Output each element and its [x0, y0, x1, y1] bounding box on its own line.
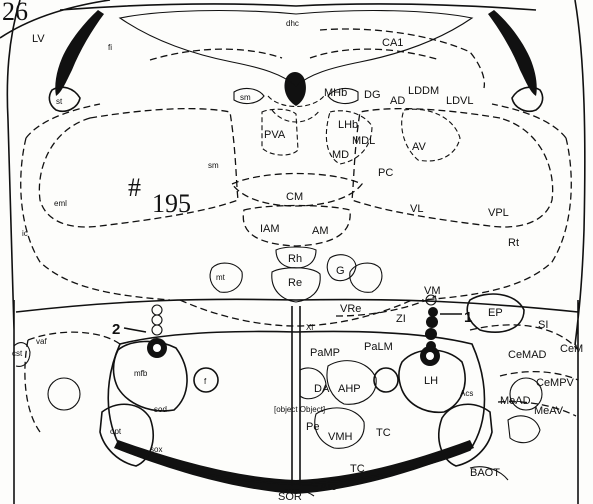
- lateral-ventricle-left: [55, 10, 104, 96]
- label-ldvl: LDVL: [446, 95, 474, 107]
- label-lddm: LDDM: [408, 85, 439, 97]
- label-xi: Xi: [306, 323, 313, 332]
- label-dg: DG: [364, 89, 381, 101]
- label-re: Re: [288, 277, 302, 289]
- vm-arc: [180, 300, 412, 326]
- label-mt: mt: [216, 273, 226, 282]
- label-rh: Rh: [288, 253, 302, 265]
- label-mfb: mfb: [134, 369, 148, 378]
- stria-terminalis-right: [512, 87, 543, 111]
- label-rt: Rt: [508, 237, 519, 249]
- round-nucleus-left: [48, 378, 80, 410]
- label-arc: Arc: [320, 481, 337, 493]
- label-tc: TC: [376, 427, 391, 439]
- label-vaf: vaf: [36, 337, 47, 346]
- label-mdl: MDL: [352, 135, 375, 147]
- label-dhc: dhc: [286, 19, 299, 28]
- label-ca1: CA1: [382, 37, 403, 49]
- label-tc-lower: TC: [350, 463, 365, 475]
- label-sm-lower: sm: [208, 161, 219, 170]
- label-vm: VM: [424, 285, 441, 297]
- mt-outline-right: [350, 263, 382, 292]
- label-md: MD: [332, 149, 349, 161]
- label-zi: ZI: [396, 313, 406, 325]
- label-meav: MeAV: [534, 405, 564, 417]
- label-av: AV: [412, 141, 427, 153]
- label-vl: VL: [410, 203, 423, 215]
- label-f: f: [204, 377, 207, 386]
- lateral-ventricle-right: [488, 10, 537, 96]
- label-ep: EP: [488, 307, 503, 319]
- plate-number: 26: [2, 0, 28, 26]
- label-baot: BAOT: [470, 467, 500, 479]
- label-cempv: CeMPV: [536, 377, 575, 389]
- site-2-label: 2: [112, 321, 120, 338]
- label-mead: MeAD: [500, 395, 531, 407]
- case-mark: #: [128, 173, 141, 202]
- label-palm: PaLM: [364, 341, 393, 353]
- label-fi: fi: [108, 43, 112, 52]
- label-st: st: [56, 97, 63, 106]
- label-sox: sox: [150, 445, 162, 454]
- meav-outline: [508, 416, 540, 443]
- label-acs: Acs: [460, 389, 473, 398]
- label-pamp: PaMP: [310, 347, 340, 359]
- dorsal-third-ventricle: [284, 72, 305, 106]
- site-1-label: 1: [464, 309, 472, 326]
- label-si: SI: [538, 319, 548, 331]
- label-iam: IAM: [260, 223, 280, 235]
- label-vpl: VPL: [488, 207, 509, 219]
- stria-terminalis-left: [49, 87, 80, 111]
- label-cemad: CeMAD: [508, 349, 547, 361]
- vaf-outline: [25, 332, 120, 432]
- label-vmh: VMH: [328, 431, 353, 443]
- label-sod: sod: [154, 405, 167, 414]
- label-pe: Pe: [306, 421, 319, 433]
- label-cem: CeM: [560, 343, 583, 355]
- case-number: 195: [152, 189, 191, 218]
- internal-capsule-left: [21, 104, 170, 300]
- electrode-track-right: [420, 295, 440, 366]
- electrode-track-left: [147, 305, 167, 358]
- label-ad: AD: [390, 95, 405, 107]
- label-cst: cst: [12, 349, 23, 358]
- label-pc: PC: [378, 167, 393, 179]
- fornix-right: [374, 368, 398, 392]
- label-am: AM: [312, 225, 329, 237]
- label-lh: LH: [424, 375, 438, 387]
- internal-capsule-right: [422, 104, 571, 300]
- site-2-arrow: [124, 328, 146, 332]
- label-sor: SOR: [278, 491, 302, 503]
- label-eml: eml: [54, 199, 67, 208]
- label-vre: VRe: [340, 303, 361, 315]
- label-3v: [object Object]: [274, 405, 325, 414]
- label-lv: LV: [32, 33, 45, 45]
- label-g: G: [336, 265, 345, 277]
- label-opt: opt: [110, 427, 122, 436]
- label-lhb: LHb: [338, 119, 358, 131]
- hippocampus-outline: [60, 4, 536, 10]
- label-da: DA: [314, 383, 330, 395]
- label-cm: CM: [286, 191, 303, 203]
- label-ic: ic: [22, 229, 28, 238]
- mt-outline-left: [210, 263, 242, 292]
- label-mhb: MHb: [324, 87, 347, 99]
- label-pva: PVA: [264, 129, 286, 141]
- label-ahp: AHP: [338, 383, 361, 395]
- av-outline: [402, 109, 460, 161]
- label-sm: sm: [240, 93, 251, 102]
